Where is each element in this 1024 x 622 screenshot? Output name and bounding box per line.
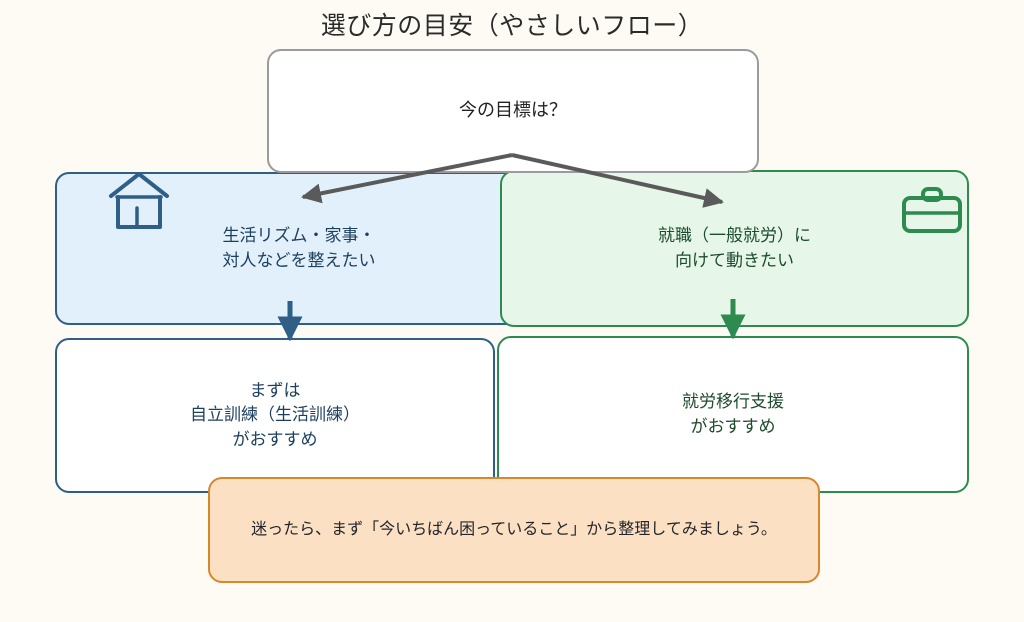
node-branch-employment-label: 就職（一般就労）に 向けて動きたい (658, 226, 811, 270)
node-root-question-label: 今の目標は？ (459, 100, 567, 121)
house-icon (109, 172, 169, 229)
node-result-employment-transition-label: 就労移行支援 がおすすめ (682, 392, 784, 436)
node-branch-life-skills-label: 生活リズム・家事・ 対人などを整えたい (222, 226, 376, 270)
node-root-question[interactable]: 今の目標は？ (267, 49, 759, 173)
node-tip-note-label: 迷ったら、まず「今いちばん困っていること」から整理してみましょう。 (251, 520, 777, 538)
node-tip-note[interactable]: 迷ったら、まず「今いちばん困っていること」から整理してみましょう。 (208, 477, 820, 583)
node-result-independence-training[interactable]: まずは 自立訓練（生活訓練） がおすすめ (55, 338, 495, 493)
briefcase-icon (902, 187, 962, 233)
node-result-independence-training-label: まずは 自立訓練（生活訓練） がおすすめ (190, 381, 360, 449)
page-title: 選び方の目安（やさしいフロー） (320, 12, 704, 40)
node-branch-employment[interactable]: 就職（一般就労）に 向けて動きたい (500, 170, 969, 327)
node-result-employment-transition[interactable]: 就労移行支援 がおすすめ (497, 336, 969, 493)
